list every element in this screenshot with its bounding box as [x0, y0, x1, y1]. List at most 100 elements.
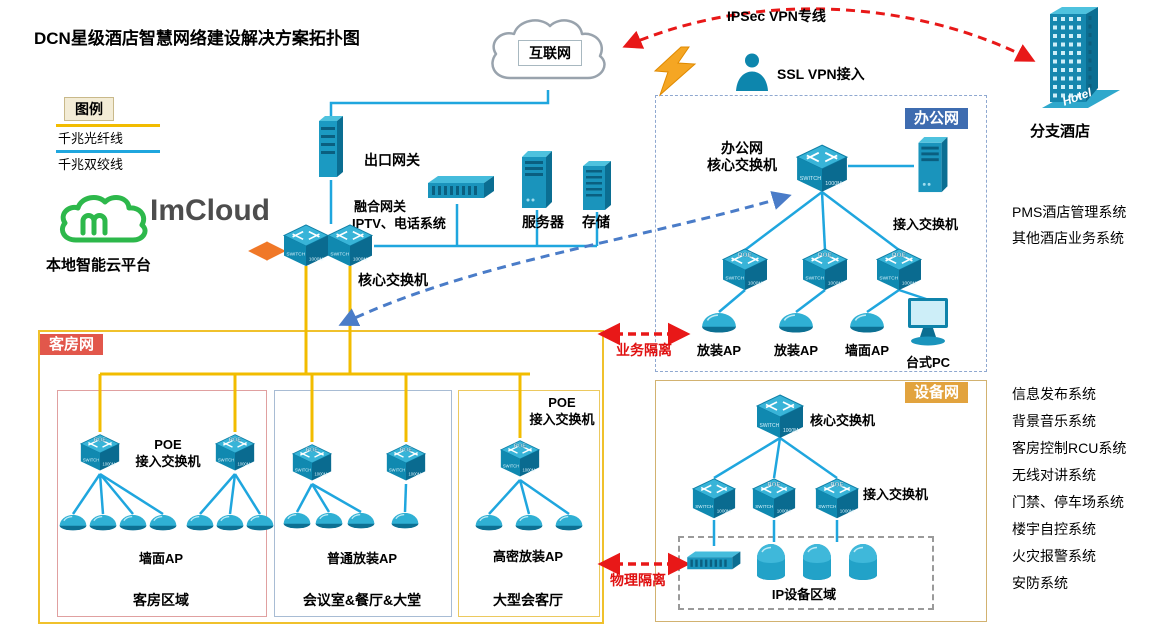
- svg-text:1000M: 1000M: [902, 280, 917, 286]
- legend-title: 图例: [64, 97, 114, 121]
- server-icon: [518, 150, 554, 210]
- guest-z1-ap-icon: [58, 512, 88, 532]
- fusion-gateway-label-1: 融合网关: [354, 199, 407, 214]
- guest-z3-poe-label-1: POE: [548, 395, 576, 410]
- guest-z2-ap-label: 普通放装AP: [326, 551, 398, 566]
- guest-zone-rooms-box: [57, 390, 267, 617]
- device-network-box: [655, 380, 987, 622]
- core-switch-label: 核心交换机: [358, 272, 428, 288]
- guest-z1-poe-label-2: 接入交换机: [135, 454, 201, 469]
- guest-network-box: [38, 330, 604, 624]
- svg-text:POE: POE: [229, 438, 241, 444]
- core-switch-icon-1: SWITCH 1000M: [282, 224, 330, 268]
- guest-z3-name: 大型会客厅: [493, 592, 563, 608]
- side-system-label: 无线对讲系统: [1012, 467, 1096, 483]
- page-title: DCN星级酒店智慧网络建设解决方案拓扑图: [34, 29, 360, 48]
- office-core-label-2: 核心交换机: [707, 157, 777, 173]
- svg-text:SWITCH: SWITCH: [760, 423, 780, 429]
- legend-fiber-line: [56, 124, 160, 127]
- guest-z1-poe-label-1: POE: [154, 437, 182, 452]
- guest-zone-meeting-box: [274, 390, 452, 617]
- legend-fiber-label: 千兆光纤线: [58, 131, 124, 146]
- svg-text:1000M: 1000M: [238, 462, 251, 467]
- side-system-label: 信息发布系统: [1012, 386, 1096, 402]
- physical-isolation-label: 物理隔离: [610, 572, 666, 588]
- office-ap-label-2: 放装AP: [774, 343, 819, 358]
- svg-text:SWITCH: SWITCH: [800, 176, 821, 182]
- office-core-label-1: 办公网: [721, 140, 763, 156]
- guest-network-badge: 客房网: [40, 334, 104, 355]
- svg-text:SWITCH: SWITCH: [295, 467, 311, 472]
- ip-device-icon-3: [846, 540, 880, 582]
- svg-text:1000M: 1000M: [777, 509, 791, 514]
- guest-z2-ap-icon: [314, 510, 344, 530]
- svg-text:POE: POE: [818, 252, 833, 259]
- svg-text:POE: POE: [738, 252, 753, 259]
- guest-z2-name: 会议室&餐厅&大堂: [302, 592, 422, 608]
- svg-text:POE: POE: [892, 252, 907, 259]
- svg-text:POE: POE: [94, 438, 106, 444]
- office-poe-switch-icon-2: POE SWITCH 1000M: [801, 248, 849, 292]
- svg-text:SWITCH: SWITCH: [805, 276, 824, 282]
- guest-z2-ap-icon: [282, 510, 312, 530]
- side-system-label: 火灾报警系统: [1012, 548, 1096, 564]
- svg-text:SWITCH: SWITCH: [286, 252, 305, 258]
- ssl-vpn-label: SSL VPN接入: [777, 66, 865, 82]
- svg-text:1000M: 1000M: [309, 256, 324, 262]
- exit-gateway-label: 出口网关: [364, 152, 420, 168]
- side-system-label: 楼宇自控系统: [1012, 521, 1096, 537]
- guest-z3-ap-icon: [554, 512, 584, 532]
- svg-text:SWITCH: SWITCH: [879, 276, 898, 282]
- svg-text:SWITCH: SWITCH: [818, 504, 836, 509]
- svg-text:1000M: 1000M: [828, 280, 843, 286]
- guest-z1-ap-icon: [245, 512, 275, 532]
- imcloud-logo-icon: [52, 188, 148, 250]
- storage-label: 存储: [582, 214, 610, 230]
- svg-text:SWITCH: SWITCH: [695, 504, 713, 509]
- office-network-badge: 办公网: [905, 108, 969, 129]
- office-server-icon: [914, 136, 950, 194]
- legend-twisted-line: [56, 150, 160, 153]
- side-system-label: 客房控制RCU系统: [1012, 440, 1127, 456]
- server-label: 服务器: [522, 214, 564, 230]
- office-ap-label-1: 放装AP: [697, 343, 742, 358]
- guest-z1-ap-icon: [148, 512, 178, 532]
- guest-z3-ap-label: 高密放装AP: [492, 549, 564, 564]
- guest-z3-ap-icon: [514, 512, 544, 532]
- office-ap-label-3: 墙面AP: [845, 343, 890, 358]
- device-access-switch-label: 接入交换机: [863, 487, 929, 502]
- ip-device-icon-1: [754, 540, 788, 582]
- side-system-other: 其他酒店业务系统: [1012, 230, 1124, 246]
- svg-text:1000M: 1000M: [315, 472, 328, 477]
- svg-text:1000M: 1000M: [783, 428, 798, 434]
- office-access-switch-label: 接入交换机: [893, 217, 959, 232]
- svg-text:POE: POE: [830, 482, 844, 489]
- ip-device-area-label: IP设备区域: [771, 587, 837, 602]
- ip-device-rack-icon: [684, 546, 742, 578]
- svg-text:1000M: 1000M: [840, 509, 854, 514]
- office-ap-icon-3: [848, 310, 886, 334]
- svg-text:1000M: 1000M: [825, 181, 842, 187]
- ssl-user-icon: [734, 52, 770, 92]
- branch-hotel-label: 分支酒店: [1030, 123, 1091, 140]
- svg-text:POE: POE: [306, 448, 318, 454]
- side-system-label: 背景音乐系统: [1012, 413, 1096, 429]
- guest-z1-ap-icon: [118, 512, 148, 532]
- local-cloud-platform-label: 本地智能云平台: [46, 257, 152, 274]
- svg-text:SWITCH: SWITCH: [330, 252, 349, 258]
- side-system-label: 安防系统: [1012, 575, 1068, 591]
- guest-z3-ap-icon: [474, 512, 504, 532]
- svg-text:1000M: 1000M: [523, 468, 536, 473]
- desktop-pc-icon: [906, 296, 952, 350]
- fusion-gateway-icon: [424, 174, 496, 204]
- side-system-label: 门禁、停车场系统: [1012, 494, 1124, 510]
